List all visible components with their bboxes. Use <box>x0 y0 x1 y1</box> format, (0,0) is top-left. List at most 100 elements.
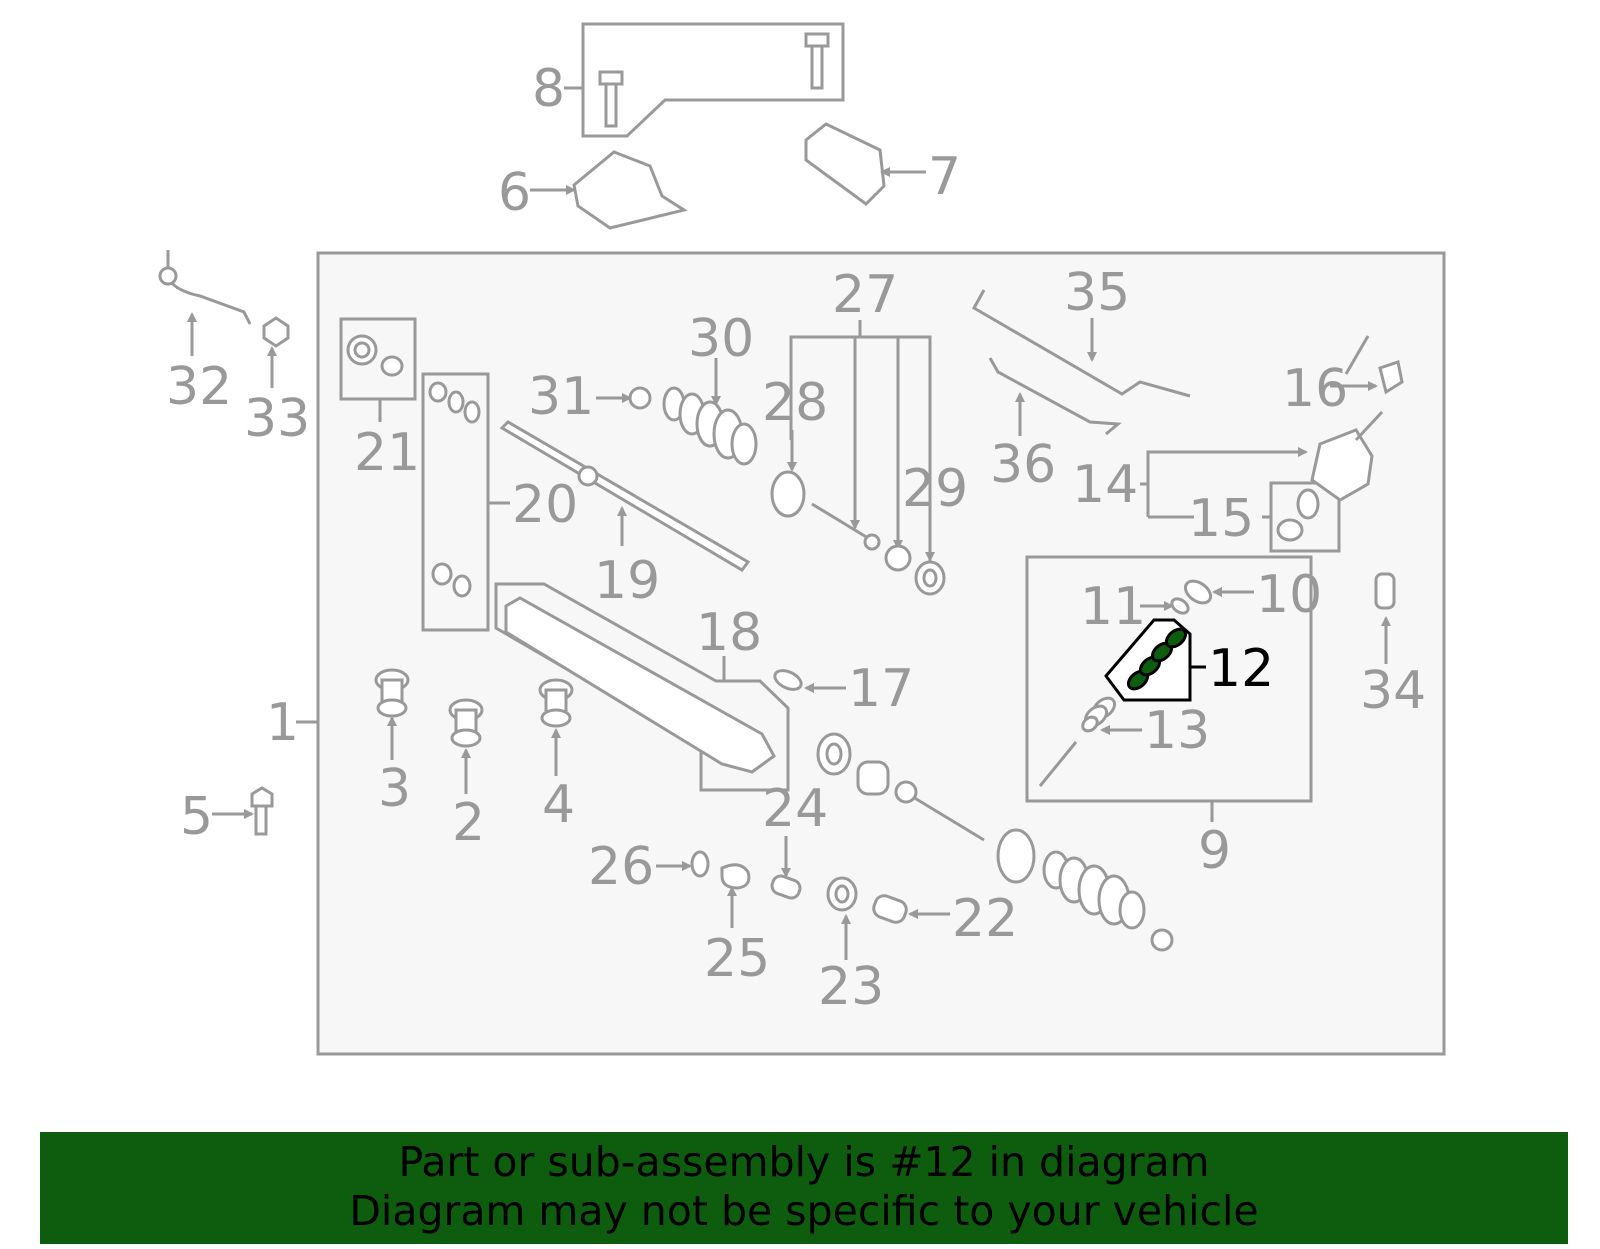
part-boot-lower <box>1042 850 1146 930</box>
part-3 <box>374 668 410 718</box>
part-15-b <box>1276 518 1304 542</box>
part-14-valve <box>1310 428 1374 502</box>
part-12-highlighted[interactable] <box>1104 618 1192 702</box>
callout-21: 21 <box>354 423 420 483</box>
part-24 <box>770 874 802 900</box>
part-28 <box>770 470 806 518</box>
callout-4: 4 <box>542 775 575 835</box>
banner-line-1: Part or sub-assembly is #12 in diagram <box>398 1138 1210 1186</box>
bracket-14 <box>1146 447 1308 517</box>
part-inner-tierod-ball <box>894 780 918 804</box>
part-clamp-lower <box>1150 928 1174 952</box>
callout-6: 6 <box>498 163 531 223</box>
part-20-d <box>431 562 453 586</box>
callout-18: 18 <box>696 603 762 663</box>
part-13-pin <box>1038 741 1078 787</box>
part-20-a <box>428 381 448 403</box>
callout-36: 36 <box>990 435 1056 495</box>
callout-23: 23 <box>818 957 884 1017</box>
part-33 <box>262 316 290 348</box>
part-21-b <box>380 355 404 377</box>
callout-33: 33 <box>244 389 310 449</box>
part-2 <box>448 698 484 748</box>
part-7 <box>804 122 886 206</box>
callout-30: 30 <box>688 309 754 369</box>
part-27-bushing <box>884 544 912 572</box>
part-8-bolt-a <box>604 78 618 128</box>
callout-3: 3 <box>378 759 411 819</box>
callout-16: 16 <box>1282 359 1348 419</box>
part-18-housing <box>504 596 776 774</box>
callout-11: 11 <box>1080 577 1146 637</box>
part-29-in <box>922 568 938 588</box>
banner-line-2: Diagram may not be specific to your vehi… <box>349 1187 1259 1235</box>
part-5-head <box>250 786 274 808</box>
callout-8: 8 <box>532 59 565 119</box>
part-23-in <box>834 884 850 904</box>
callout-34: 34 <box>1360 661 1426 721</box>
callout-32: 32 <box>166 357 232 417</box>
callout-1: 1 <box>266 693 299 753</box>
part-4 <box>538 678 574 728</box>
callout-27: 27 <box>832 265 898 325</box>
callout-13: 13 <box>1144 701 1210 761</box>
part-19-rack <box>499 420 751 572</box>
part-13 <box>1081 696 1117 733</box>
part-8-bolt-b <box>810 42 824 90</box>
callout-35: 35 <box>1064 263 1130 323</box>
part-8-bolt-a-head <box>598 70 624 86</box>
part-32 <box>166 250 252 325</box>
part-5-bolt <box>254 802 268 836</box>
callout-19: 19 <box>594 551 660 611</box>
part-6 <box>572 150 688 230</box>
part-30-boot <box>662 386 758 466</box>
main-assembly-box <box>316 251 1446 1056</box>
part-36 <box>988 357 1122 436</box>
part-inner-tierod <box>907 792 985 842</box>
part-lower-bushing <box>856 760 890 796</box>
callout-29: 29 <box>902 459 968 519</box>
callout-28: 28 <box>762 373 828 433</box>
callout-22: 22 <box>952 889 1018 949</box>
part-16-sensor <box>1378 360 1404 395</box>
callout-20: 20 <box>512 475 578 535</box>
part-14-shaft <box>1354 410 1384 442</box>
box-8 <box>581 22 845 138</box>
box-21 <box>339 317 417 401</box>
part-26 <box>690 850 710 878</box>
part-34 <box>1374 572 1396 610</box>
part-17 <box>773 669 803 691</box>
callout-17: 17 <box>848 659 914 719</box>
callout-12[interactable]: 12 <box>1208 639 1274 699</box>
part-info-banner: Part or sub-assembly is #12 in diagram D… <box>40 1132 1568 1244</box>
callout-31: 31 <box>528 367 594 427</box>
part-35 <box>971 289 1191 398</box>
callout-24: 24 <box>762 779 828 839</box>
part-15-a <box>1296 488 1320 520</box>
part-31 <box>628 386 652 410</box>
part-11 <box>1170 597 1190 615</box>
part-lower-seal-a-in <box>825 742 843 766</box>
parts-diagram: 8 6 7 32 33 21 20 19 31 30 27 28 29 35 3… <box>158 22 1446 1056</box>
part-32-ball <box>158 266 178 286</box>
part-8-bolt-b-head <box>804 32 830 48</box>
callout-5: 5 <box>180 787 213 847</box>
part-27-pin <box>811 502 869 540</box>
box-9 <box>1025 555 1313 803</box>
callout-10: 10 <box>1256 565 1322 625</box>
part-20-b <box>447 390 465 414</box>
part-10 <box>1183 579 1213 605</box>
callout-14: 14 <box>1072 455 1138 515</box>
callout-9: 9 <box>1198 821 1231 881</box>
part-20-c <box>463 400 481 424</box>
callout-15: 15 <box>1188 489 1254 549</box>
part-27-pin-end <box>863 533 881 551</box>
callout-2: 2 <box>452 793 485 853</box>
callout-26: 26 <box>588 837 654 897</box>
part-20-e <box>452 574 472 598</box>
part-21-a-in <box>353 341 371 359</box>
part-ring-large <box>996 828 1036 884</box>
part-16-bolt <box>1344 335 1370 375</box>
part-22 <box>872 894 908 924</box>
part-19-collar <box>577 465 599 487</box>
